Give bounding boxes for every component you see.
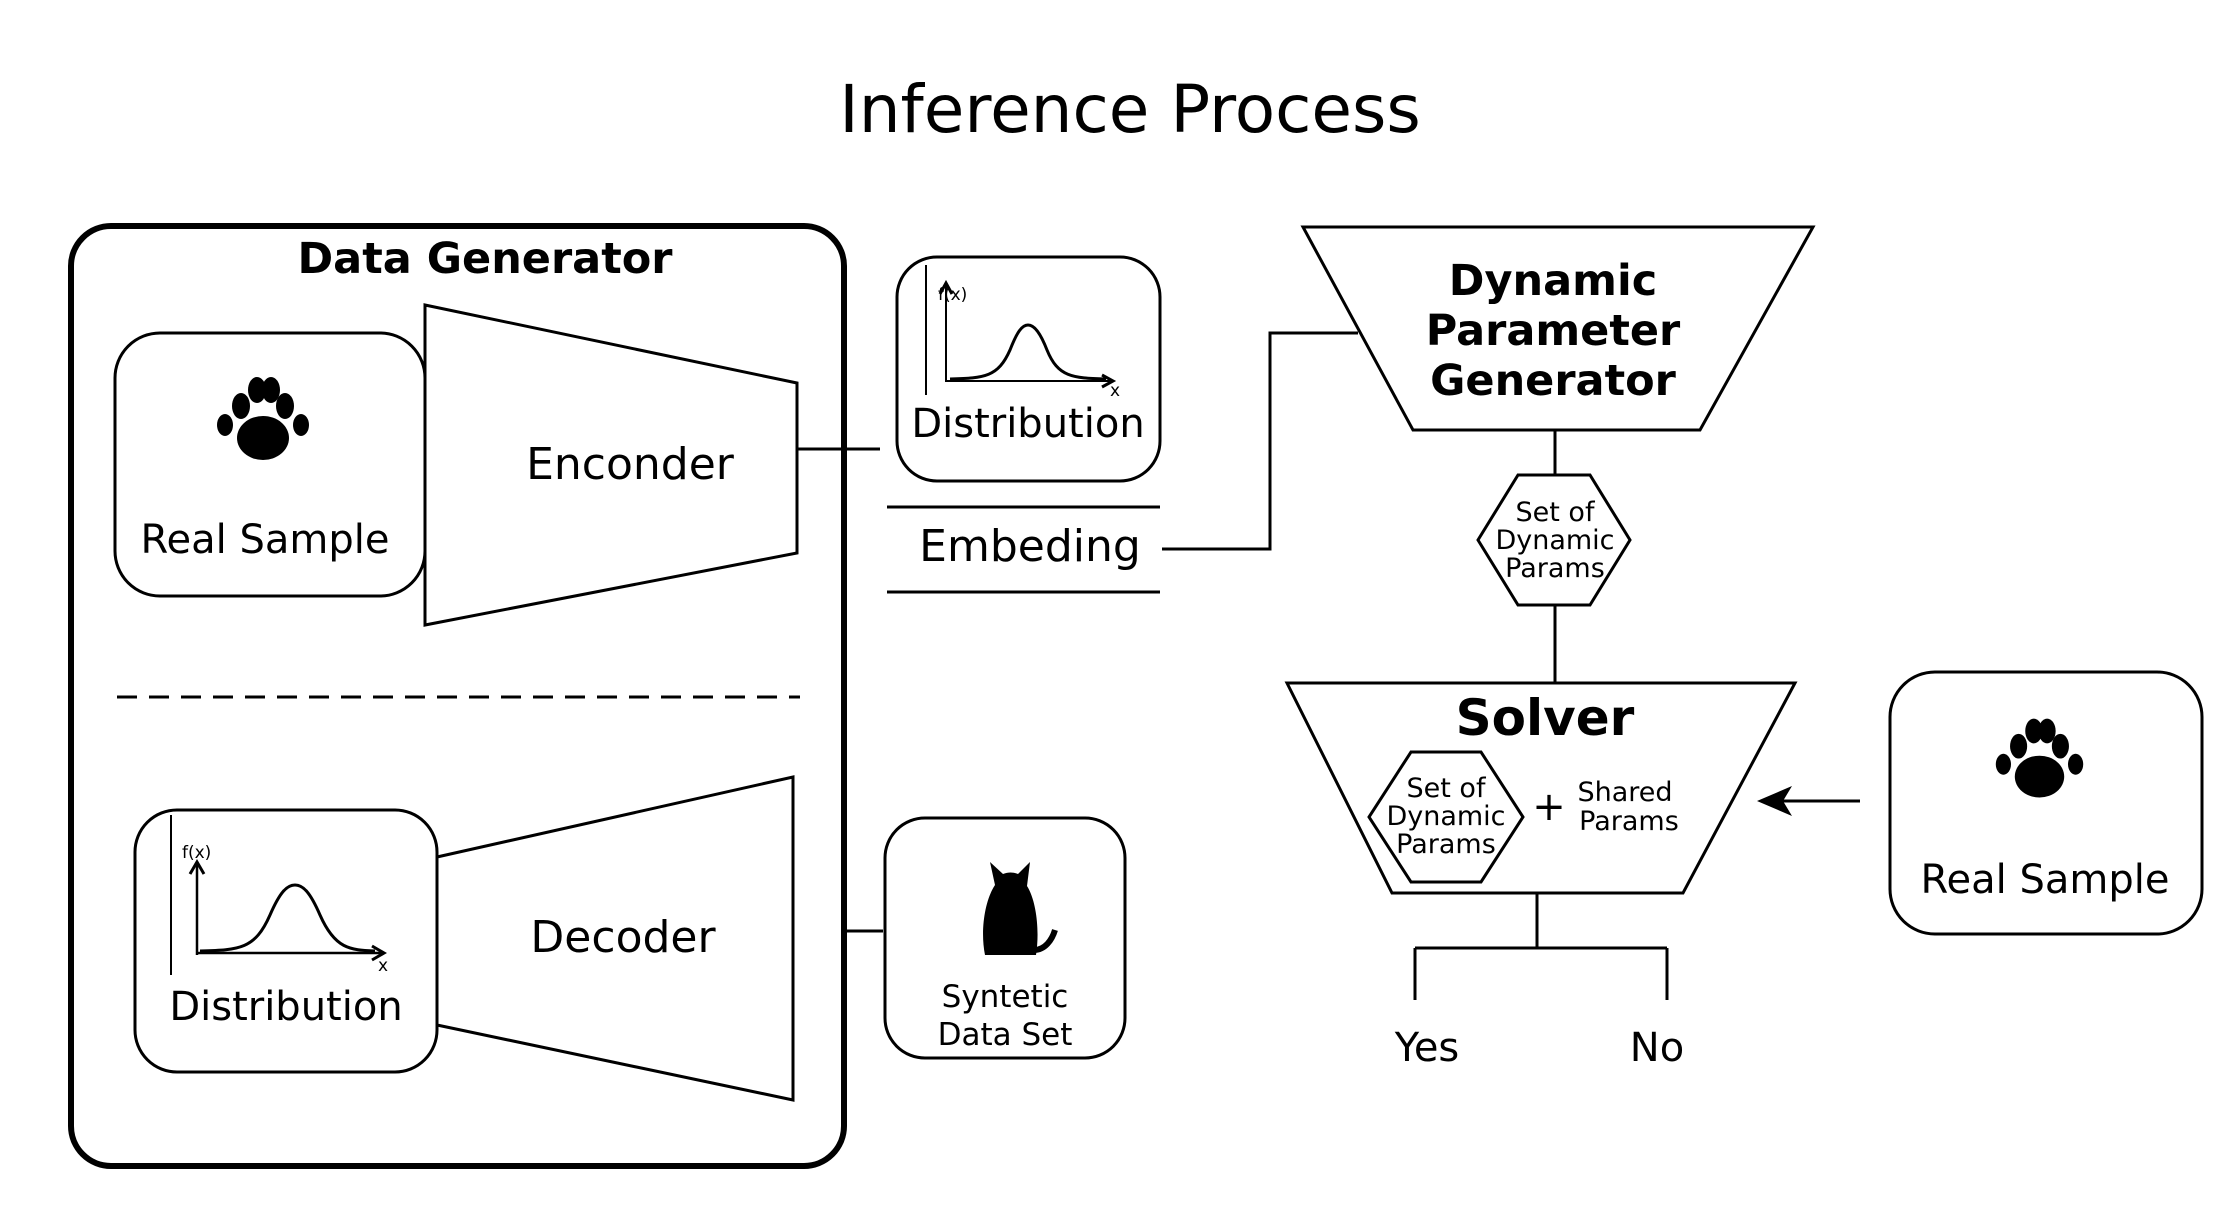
solver-block: Solver Set of Dynamic Params + Shared Pa… — [1284, 681, 1798, 895]
distribution-y-axis-label: f(x) — [182, 843, 211, 863]
cat-icon — [983, 862, 1058, 955]
synthetic-label-line2: Data Set — [938, 1017, 1073, 1053]
synthetic-dataset-box: Syntetic Data Set — [883, 816, 1127, 1060]
embedding-to-dpg-connector — [1162, 331, 1358, 551]
distribution-output-box: f(x) x Distribution — [895, 255, 1162, 483]
dpg-label-line2: Parameter — [1426, 306, 1681, 356]
distribution-output-curve — [949, 323, 1107, 381]
dynamic-params-hexagon: Set of Dynamic Params — [1476, 473, 1632, 607]
decoder-block: Decoder — [435, 775, 795, 1102]
encoder-block: Enconder — [423, 303, 799, 627]
encoder-label: Enconder — [526, 439, 735, 490]
solver-dynamic-line1: Set of — [1407, 773, 1487, 804]
distribution-output-y-axis-label: f(x) — [938, 285, 967, 305]
outcome-no: No — [1630, 1025, 1684, 1071]
dpg-label-line3: Generator — [1430, 356, 1677, 406]
right-real-sample-box: Real Sample — [1888, 670, 2204, 936]
dynamic-params-line2: Dynamic — [1495, 525, 1614, 556]
synthetic-label-line1: Syntetic — [942, 979, 1069, 1015]
solver-dynamic-params-hexagon: Set of Dynamic Params — [1367, 750, 1525, 884]
diagram-title: Inference Process — [839, 71, 1421, 148]
data-generator-label: Data Generator — [297, 234, 673, 284]
dpg-label-line1: Dynamic — [1449, 256, 1657, 306]
dynamic-params-line3: Params — [1505, 553, 1605, 584]
dynamic-params-line1: Set of — [1516, 497, 1596, 528]
distribution-output-x-axis-label: x — [1110, 381, 1120, 401]
distribution-x-axis-label: x — [378, 956, 388, 976]
embedding-label: Embeding — [919, 521, 1141, 572]
distribution-label: Distribution — [169, 984, 402, 1030]
data-generator-box — [68, 223, 847, 1169]
real-sample-label: Real Sample — [141, 517, 390, 563]
solver-label: Solver — [1456, 689, 1635, 747]
dynamic-parameter-generator: Dynamic Parameter Generator — [1300, 225, 1816, 432]
arrow-head — [1757, 786, 1792, 816]
solver-dynamic-line2: Dynamic — [1386, 801, 1505, 832]
solver-shared-line1: Shared — [1577, 777, 1672, 808]
real-sample-box: Real Sample — [113, 331, 427, 598]
distribution-output-label: Distribution — [911, 401, 1144, 447]
solver-shared-line2: Params — [1579, 806, 1679, 837]
solver-dynamic-line3: Params — [1396, 829, 1496, 860]
decision-branches — [1413, 893, 1669, 1000]
outcome-yes: Yes — [1394, 1025, 1460, 1071]
distribution-curve — [199, 883, 376, 953]
distribution-box: f(x) x Distribution — [133, 808, 439, 1074]
decoder-label: Decoder — [530, 912, 716, 963]
right-real-sample-label: Real Sample — [1921, 857, 2170, 903]
solver-plus: + — [1532, 784, 1566, 830]
